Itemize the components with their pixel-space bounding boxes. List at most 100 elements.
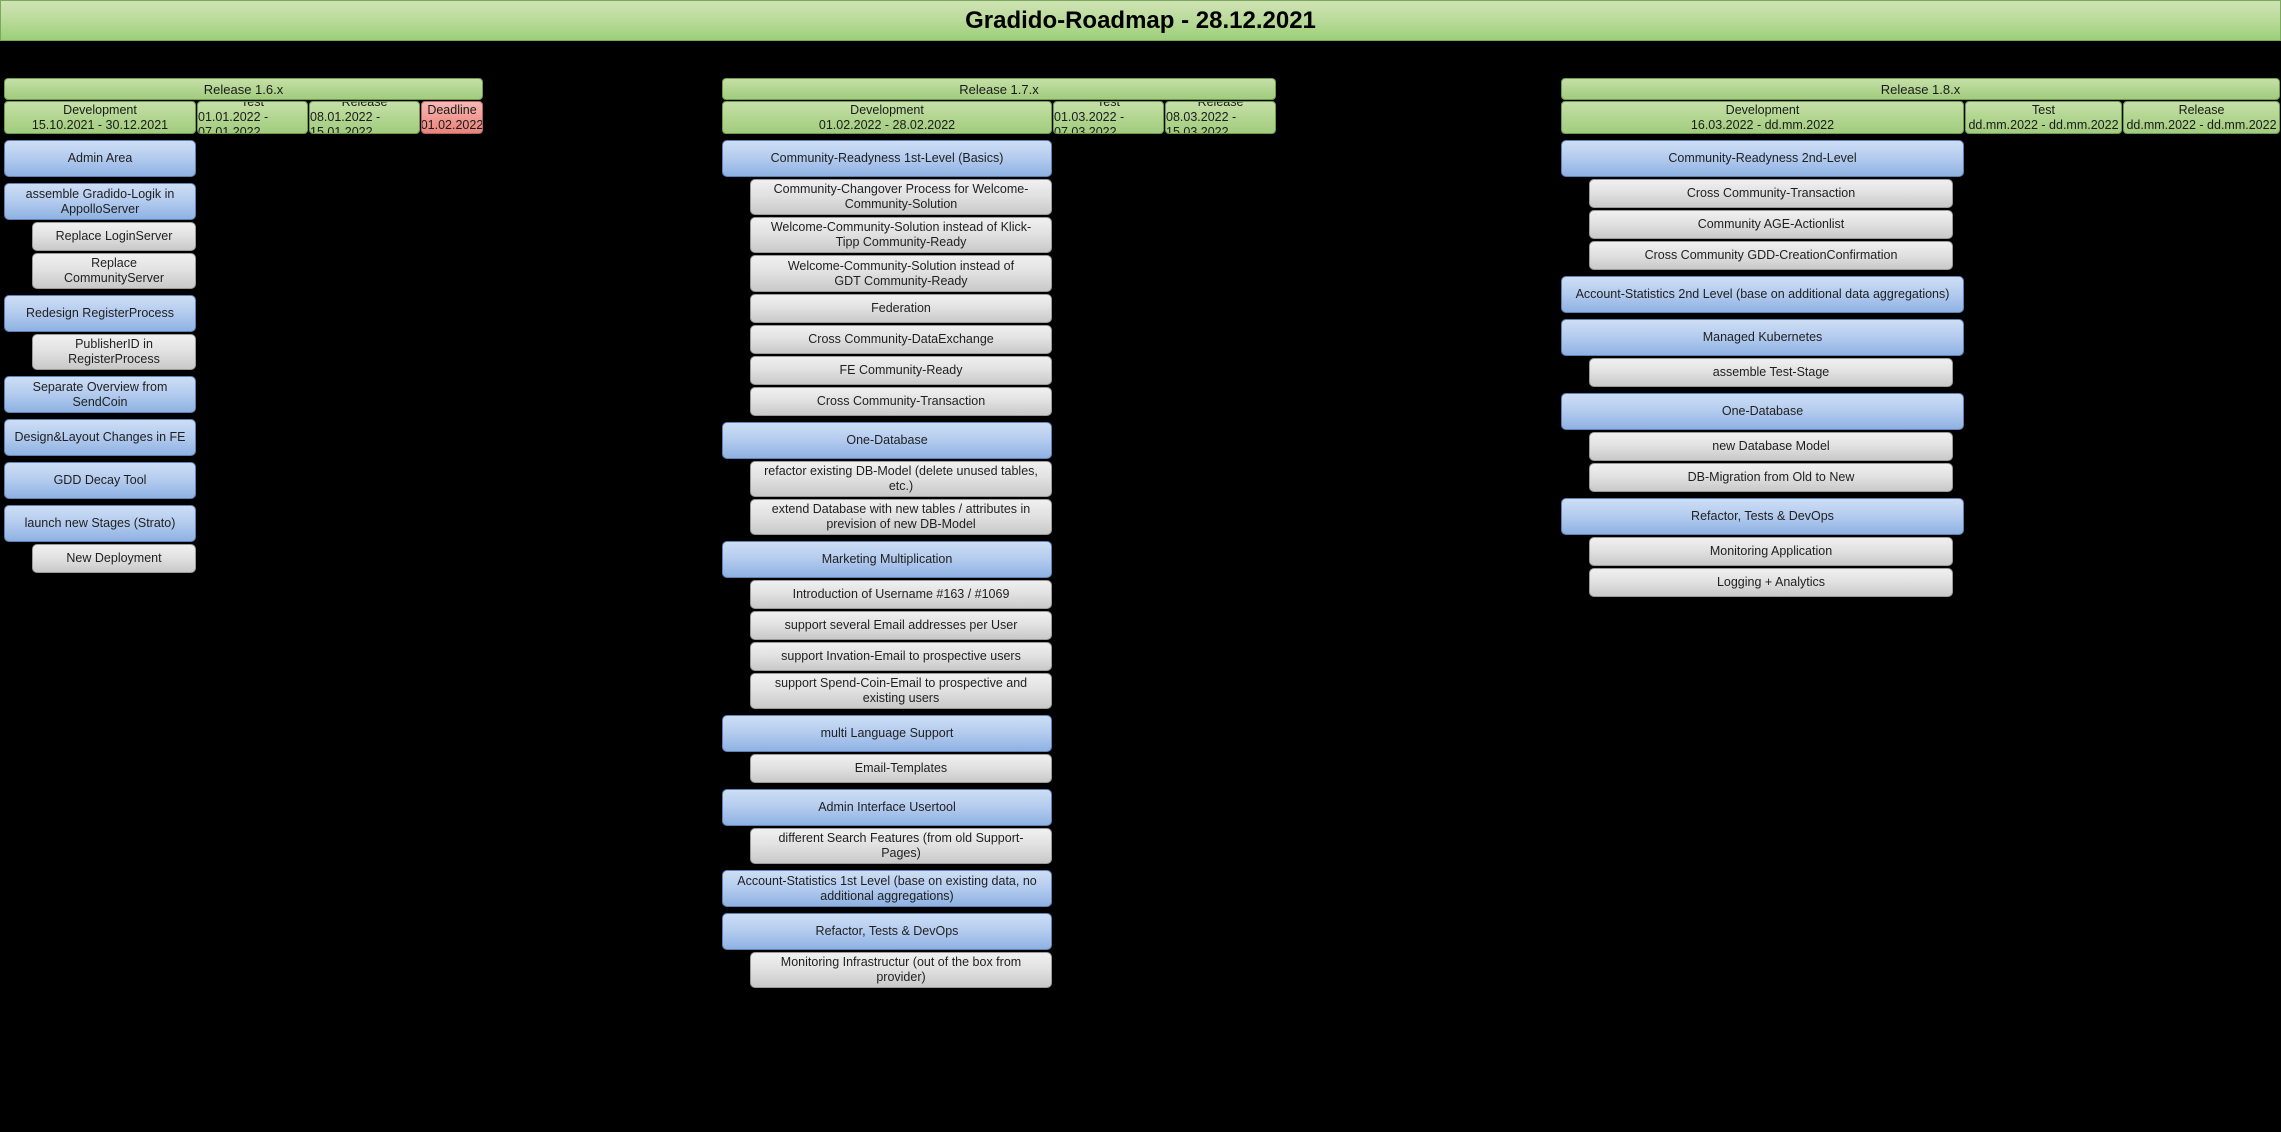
sub-task[interactable]: Welcome-Community-Solution instead of Kl…	[750, 217, 1052, 253]
epic-task[interactable]: Managed Kubernetes	[1561, 319, 1964, 356]
phase-dates: dd.mm.2022 - dd.mm.2022	[2126, 117, 2277, 132]
task-group: Account-Statistics 1st Level (base on ex…	[722, 870, 1276, 907]
sub-task[interactable]: support several Email addresses per User	[750, 611, 1052, 640]
task-group: Design&Layout Changes in FE	[4, 419, 483, 456]
sub-task[interactable]: Federation	[750, 294, 1052, 323]
phase-dates: 01.02.2022	[421, 117, 483, 132]
epic-task[interactable]: Account-Statistics 1st Level (base on ex…	[722, 870, 1052, 907]
phase-name: Release	[2178, 102, 2225, 117]
page-title: Gradido-Roadmap - 28.12.2021	[965, 6, 1316, 34]
sub-task[interactable]: assemble Test-Stage	[1589, 358, 1953, 387]
sub-task[interactable]: refactor existing DB-Model (delete unuse…	[750, 461, 1052, 497]
phase-dates: 01.02.2022 - 28.02.2022	[818, 117, 956, 132]
task-group: Admin Area	[4, 140, 483, 177]
sub-task[interactable]: Email-Templates	[750, 754, 1052, 783]
sub-task[interactable]: Community AGE-Actionlist	[1589, 210, 1953, 239]
epic-task[interactable]: Community-Readyness 2nd-Level	[1561, 140, 1964, 177]
task-list: Admin Area assemble Gradido-Logik in Appo…	[4, 140, 483, 573]
sub-task[interactable]: Logging + Analytics	[1589, 568, 1953, 597]
sub-task[interactable]: extend Database with new tables / attrib…	[750, 499, 1052, 535]
sub-task[interactable]: new Database Model	[1589, 432, 1953, 461]
epic-task[interactable]: Refactor, Tests & DevOps	[1561, 498, 1964, 535]
sub-task[interactable]: Welcome-Community-Solution instead of GD…	[750, 255, 1052, 292]
epic-task[interactable]: Redesign RegisterProcess	[4, 295, 196, 332]
epic-task[interactable]: Community-Readyness 1st-Level (Basics)	[722, 140, 1052, 177]
task-list: Community-Readyness 1st-Level (Basics)Co…	[722, 140, 1276, 988]
sub-task[interactable]: Introduction of Username #163 / #1069	[750, 580, 1052, 609]
epic-task[interactable]: Refactor, Tests & DevOps	[722, 913, 1052, 950]
phase-name: Test	[2032, 102, 2055, 117]
sub-task[interactable]: Replace CommunityServer	[32, 253, 196, 289]
release-title-release-1-7-x: Release 1.7.x	[722, 78, 1276, 100]
epic-task[interactable]: Admin Area	[4, 140, 196, 177]
task-group: GDD Decay Tool	[4, 462, 483, 499]
phase-dates: 01.01.2022 - 07.01.2022	[198, 110, 269, 134]
task-group: launch new Stages (Strato)New Deployment	[4, 505, 483, 573]
sub-task[interactable]: Cross Community-Transaction	[1589, 179, 1953, 208]
epic-task[interactable]: multi Language Support	[722, 715, 1052, 752]
phase-dates: 15.10.2021 - 30.12.2021	[31, 117, 169, 132]
phase-name: Deadline	[427, 102, 477, 117]
sub-task[interactable]: different Search Features (from old Supp…	[750, 828, 1052, 864]
sub-task[interactable]: Cross Community GDD-CreationConfirmation	[1589, 241, 1953, 270]
sub-task[interactable]: Monitoring Application	[1589, 537, 1953, 566]
epic-task[interactable]: Account-Statistics 2nd Level (base on ad…	[1561, 276, 1964, 313]
sub-task[interactable]: Community-Changover Process for Welcome-…	[750, 179, 1052, 215]
phase-name: Development	[1725, 102, 1800, 117]
phase-dates: dd.mm.2022 - dd.mm.2022	[1968, 117, 2119, 132]
sub-task[interactable]: Replace LoginServer	[32, 222, 196, 251]
sub-task[interactable]: FE Community-Ready	[750, 356, 1052, 385]
epic-task[interactable]: assemble Gradido-Logik in AppolloServer	[4, 183, 196, 220]
phase-dates: 01.03.2022 - 07.03.2022	[1054, 110, 1125, 134]
phase-name: Release	[341, 101, 388, 109]
task-group: Community-Readyness 1st-Level (Basics)Co…	[722, 140, 1276, 416]
sub-task[interactable]: New Deployment	[32, 544, 196, 573]
task-group: Account-Statistics 2nd Level (base on ad…	[1561, 276, 2280, 313]
phase-name: Development	[850, 102, 924, 117]
epic-task[interactable]: Separate Overview from SendCoin	[4, 376, 196, 413]
phase-name: Release	[1197, 101, 1244, 109]
release-title-release-1-6-x: Release 1.6.x	[4, 78, 483, 100]
epic-task[interactable]: GDD Decay Tool	[4, 462, 196, 499]
phase-name: Test	[1097, 101, 1120, 109]
sub-task[interactable]: DB-Migration from Old to New	[1589, 463, 1953, 492]
epic-task[interactable]: launch new Stages (Strato)	[4, 505, 196, 542]
sub-task[interactable]: support Invation-Email to prospective us…	[750, 642, 1052, 671]
sub-task[interactable]: Cross Community-Transaction	[750, 387, 1052, 416]
sub-task[interactable]: PublisherID in RegisterProcess	[32, 334, 196, 370]
epic-task[interactable]: Admin Interface Usertool	[722, 789, 1052, 826]
sub-task[interactable]: Cross Community-DataExchange	[750, 325, 1052, 354]
sub-task[interactable]: Monitoring Infrastructur (out of the box…	[750, 952, 1052, 988]
epic-task[interactable]: Design&Layout Changes in FE	[4, 419, 196, 456]
phase-dates: 08.03.2022 - 15.03.2022	[1166, 110, 1237, 134]
epic-task[interactable]: One-Database	[1561, 393, 1964, 430]
epic-task[interactable]: One-Database	[722, 422, 1052, 459]
epic-task[interactable]: Marketing Multiplication	[722, 541, 1052, 578]
task-group: Separate Overview from SendCoin	[4, 376, 483, 413]
sub-task[interactable]: support Spend-Coin-Email to prospective …	[750, 673, 1052, 709]
